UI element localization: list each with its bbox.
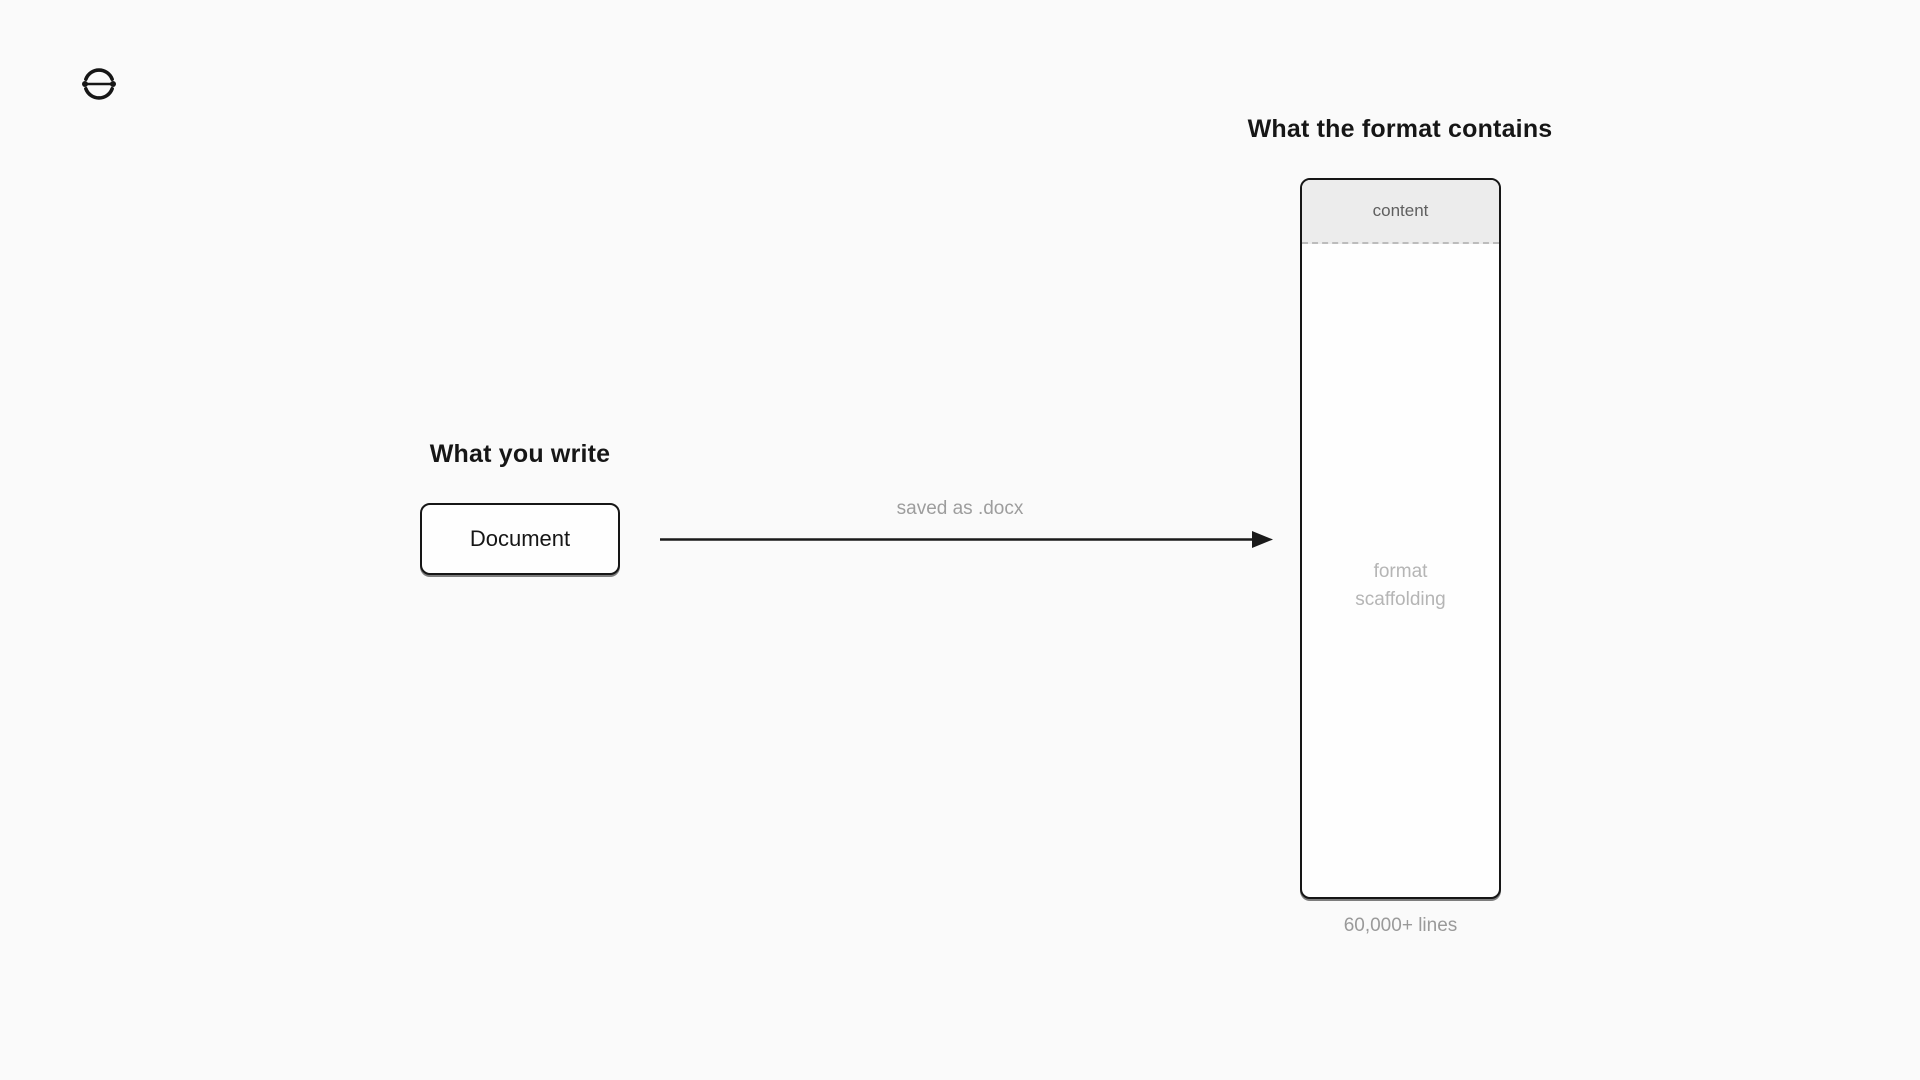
document-node-label: Document bbox=[469, 526, 571, 551]
document-node: Document bbox=[420, 503, 620, 575]
split-circle-logo-icon bbox=[82, 68, 116, 100]
content-section-label: content bbox=[1372, 201, 1429, 220]
scaffolding-section-label: format scaffolding bbox=[1355, 560, 1446, 610]
arrow-icon bbox=[660, 531, 1273, 548]
content-section: content bbox=[1302, 180, 1499, 244]
right-section-title: What the format contains bbox=[1247, 115, 1553, 143]
format-column-node: content format scaffolding bbox=[1300, 178, 1501, 899]
scaffolding-section: format scaffolding bbox=[1302, 244, 1499, 897]
arrow-label: saved as .docx bbox=[896, 498, 1024, 519]
left-section-title: What you write bbox=[429, 440, 611, 468]
line-count-caption: 60,000+ lines bbox=[1343, 915, 1458, 936]
